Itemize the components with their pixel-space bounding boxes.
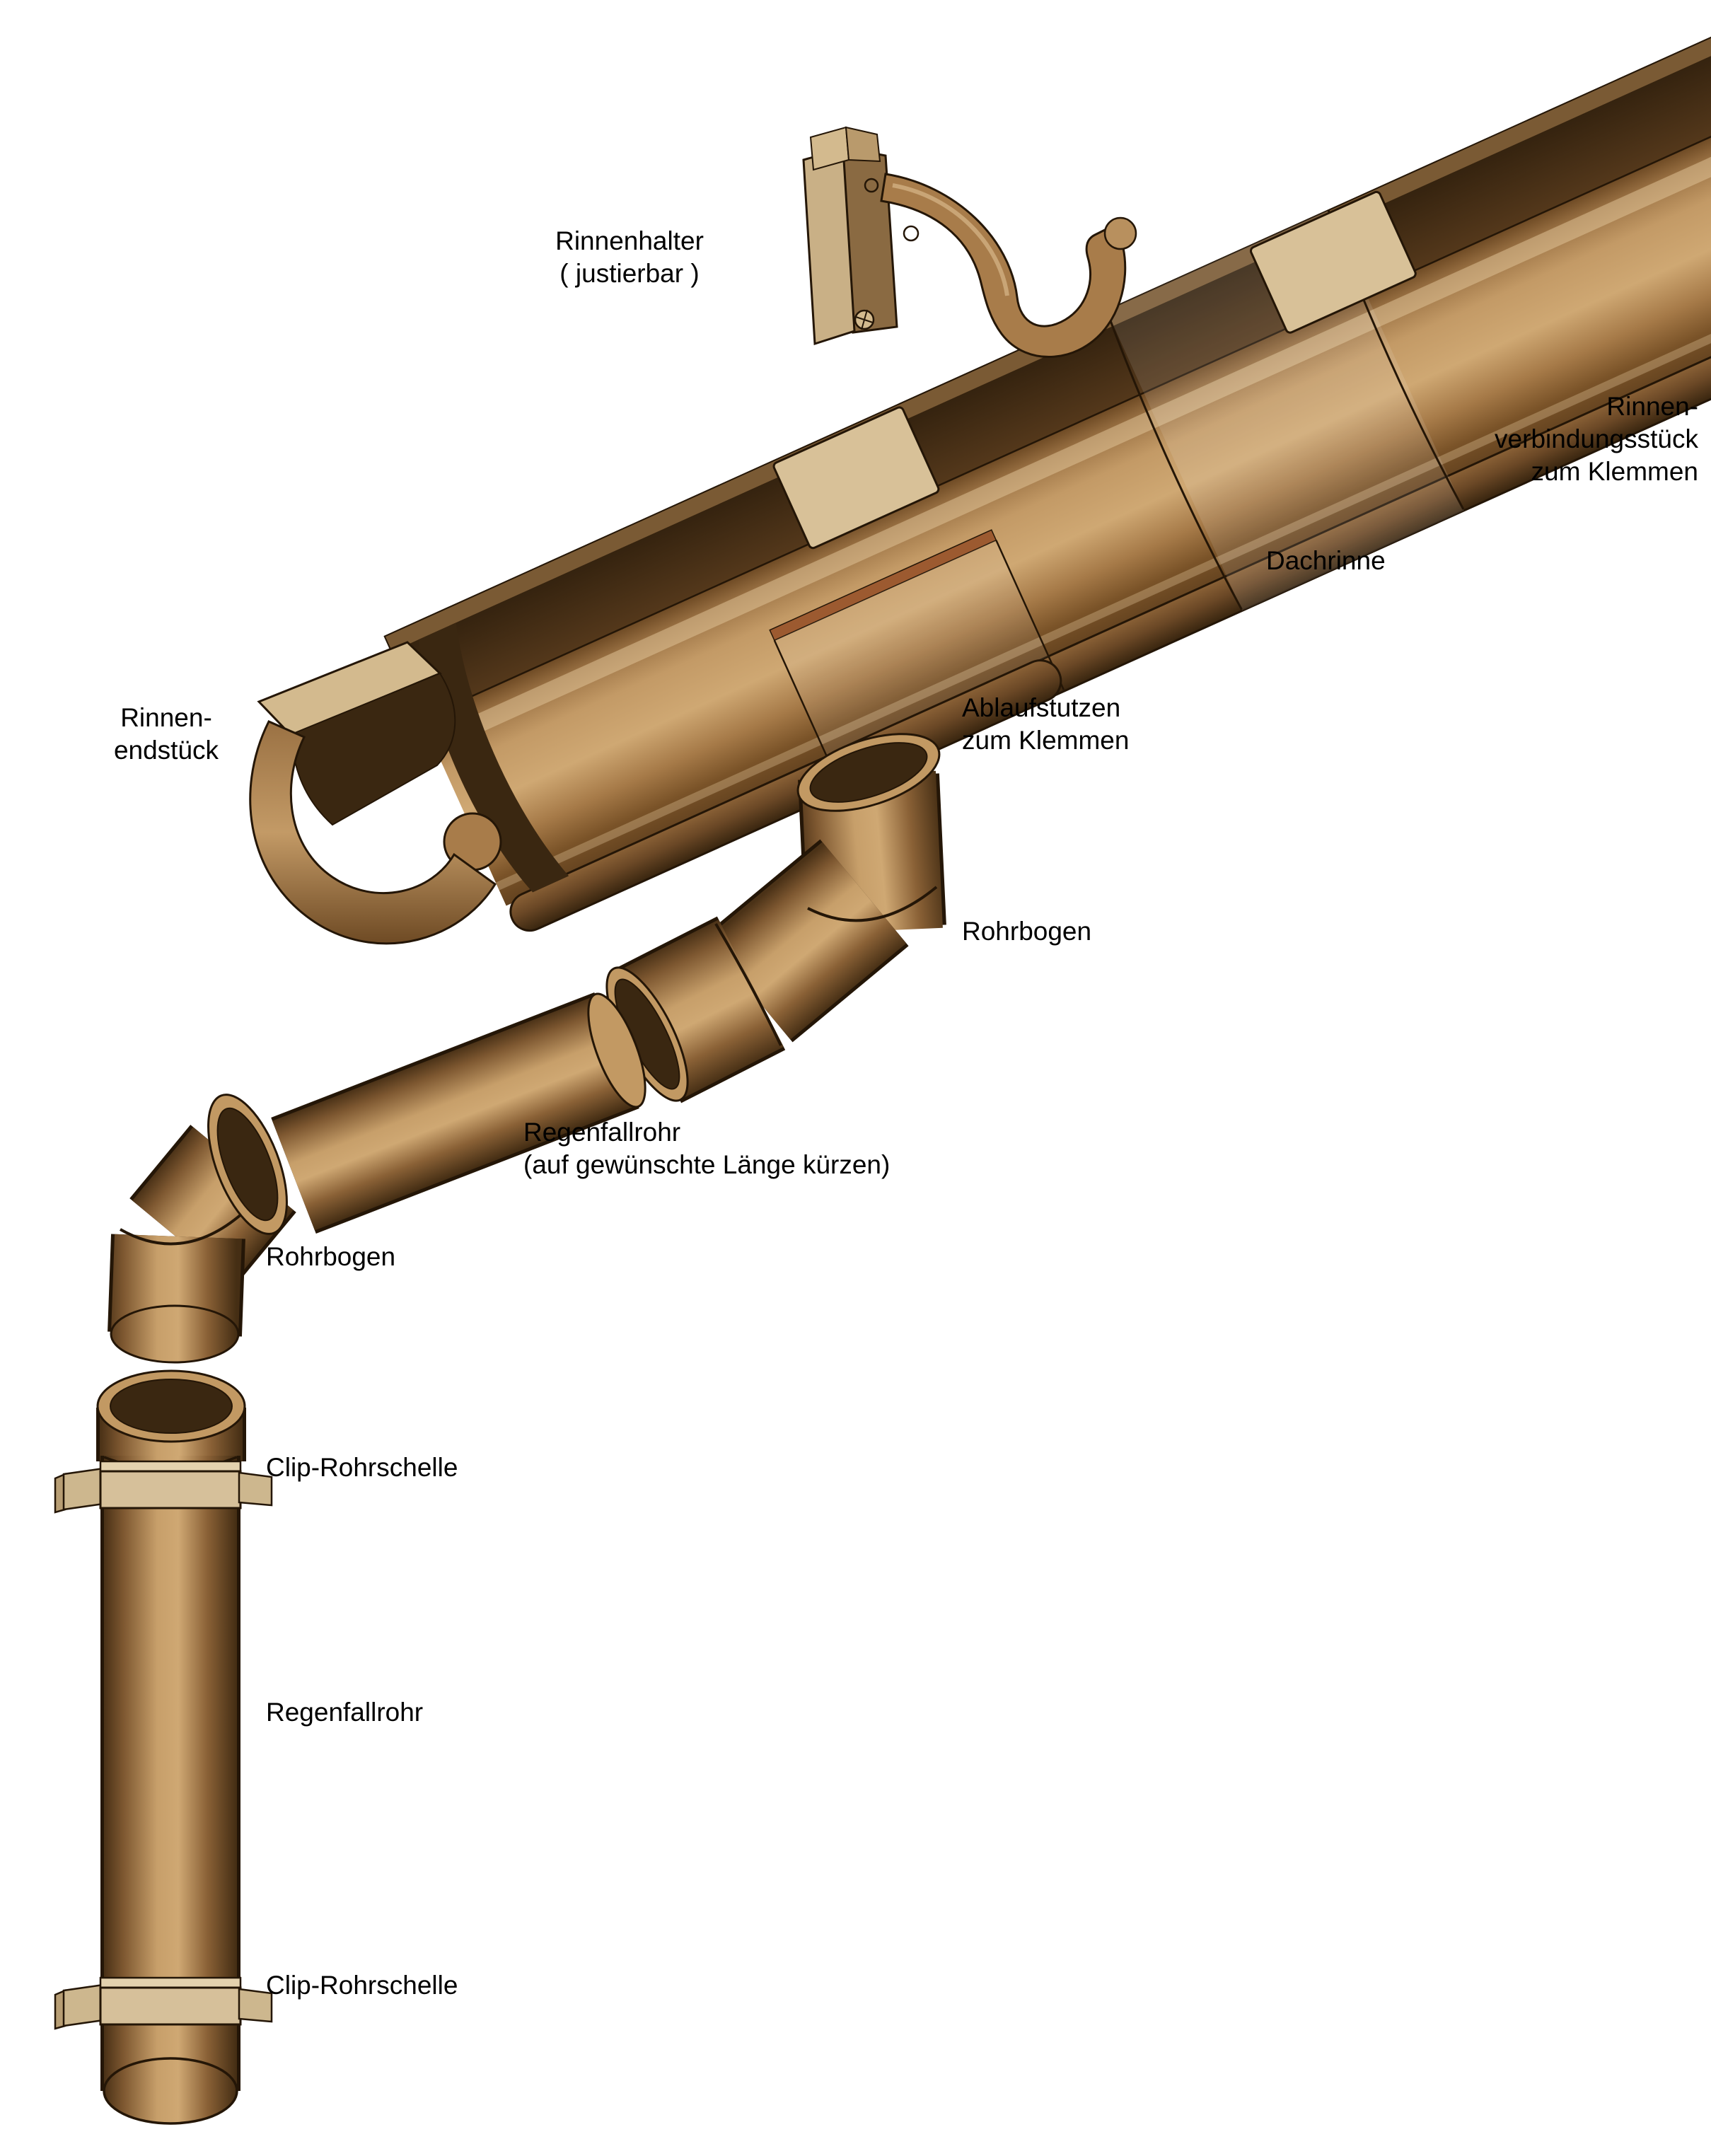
label-ablaufstutzen: Ablaufstutzen zum Klemmen bbox=[962, 693, 1130, 755]
lower-elbow-socket bbox=[207, 1094, 288, 1235]
elbow-bottom-end bbox=[110, 1304, 240, 1364]
clip-rohrschelle-oben-part bbox=[54, 1460, 273, 1514]
bracket-strap bbox=[880, 173, 1127, 359]
ablaufstutzen-outlet bbox=[796, 733, 946, 934]
label-regenfallrohr: Regenfallrohr bbox=[266, 1698, 424, 1727]
gutter-interior-band bbox=[391, 0, 1711, 719]
sleeve-copper-seam bbox=[769, 529, 997, 642]
rinnenendstueck-part bbox=[249, 641, 502, 945]
label-dachrinne: Dachrinne bbox=[1266, 546, 1386, 575]
bracket-hole bbox=[903, 225, 920, 242]
rinnenverbindungsstueck-part bbox=[1106, 190, 1465, 611]
gutter-front-face bbox=[422, 66, 1711, 906]
rinnenhalter-bracket bbox=[802, 126, 1137, 359]
gutter-open-end bbox=[418, 622, 569, 893]
label-clip-rohrschelle-unten: Clip-Rohrschelle bbox=[266, 1971, 458, 2000]
rohrbogen-oben-part bbox=[605, 839, 938, 1103]
label-rinnenhalter: Rinnenhalter ( justierbar ) bbox=[555, 226, 704, 288]
regenfallrohr-diagonal bbox=[271, 992, 646, 1234]
pipe-bottom-end bbox=[103, 2057, 238, 2125]
label-rohrbogen-oben: Rohrbogen bbox=[962, 917, 1092, 946]
clip-rohrschelle-unten-part bbox=[54, 1976, 273, 2030]
pipe-end-face bbox=[587, 992, 646, 1108]
label-regenfallrohr-kuerzen: Regenfallrohr (auf gewünschte Länge kürz… bbox=[523, 1118, 891, 1179]
label-rohrbogen-unten: Rohrbogen bbox=[266, 1242, 396, 1271]
rohrbogen-unten-part bbox=[108, 1125, 296, 1364]
gutter-clamp-plate bbox=[772, 406, 940, 550]
label-rinnenendstueck: Rinnen- endstück bbox=[113, 703, 219, 765]
endcap-interior bbox=[290, 672, 456, 826]
sleeve-socket-opening bbox=[110, 1379, 233, 1434]
dachrinne-gutter bbox=[383, 0, 1711, 932]
muffe-sleeve bbox=[96, 1369, 246, 1461]
label-rinnenverbindungsstueck: Rinnen- verbindungsstück zum Klemmen bbox=[1495, 392, 1698, 486]
label-clip-rohrschelle-oben: Clip-Rohrschelle bbox=[266, 1453, 458, 1482]
endcap-shell bbox=[249, 720, 497, 945]
bracket-hole bbox=[864, 178, 879, 193]
connector-clamp-plate bbox=[1250, 190, 1417, 334]
bracket-strap-curl bbox=[1103, 216, 1137, 250]
outlet-socket-opening bbox=[809, 742, 928, 803]
